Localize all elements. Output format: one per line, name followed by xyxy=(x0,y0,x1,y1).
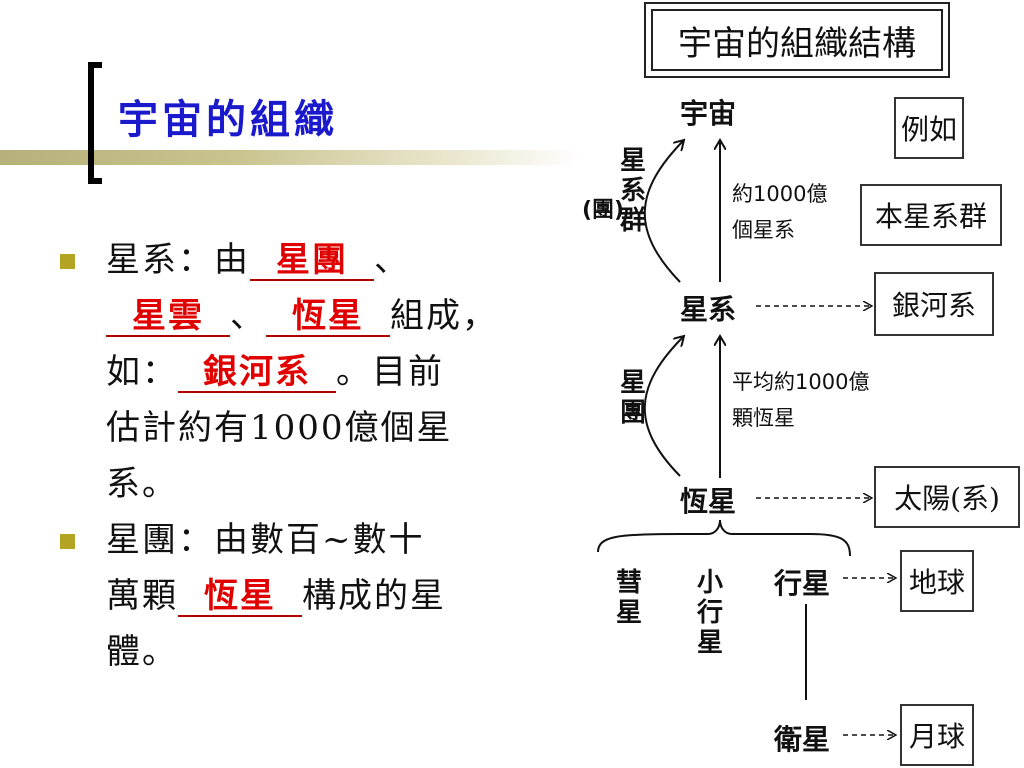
bullet-marker xyxy=(60,534,75,549)
diagram-title: 宇宙的組織結構 xyxy=(651,9,943,71)
bullet-line: 如：銀河系。目前 xyxy=(106,352,444,393)
node-comet: 彗星 xyxy=(615,568,642,628)
bullet-text: 。目前 xyxy=(336,352,444,392)
example-earth-box: 地球 xyxy=(900,550,974,612)
node-satellite: 衛星 xyxy=(774,723,831,756)
fill-in-answer: 恆星 xyxy=(178,577,302,617)
bullet-text: 構成的星 xyxy=(302,576,446,616)
bullet-text: 、 xyxy=(374,240,410,280)
bullet-line: 星團：由數百~數十 xyxy=(106,520,425,560)
example-header-box: 例如 xyxy=(894,97,964,159)
bullet-text: 如： xyxy=(106,352,178,392)
bullet-text: 萬顆 xyxy=(106,576,178,616)
label-galaxy-group: 星系群 xyxy=(619,146,646,236)
bullet-text: 星團：由數百~數十 xyxy=(106,520,425,560)
bullet-line: 估計約有1000億個星 xyxy=(106,408,453,448)
bullet-line: 萬顆恆星構成的星 xyxy=(106,576,446,617)
bullet-line: 體。 xyxy=(106,632,178,672)
structure-diagram: 宇宙的組織結構 宇宙 星系 恆星 行星 衛星 彗星 小行星 星系群 (團) 星團… xyxy=(560,0,1024,768)
fill-in-answer: 銀河系 xyxy=(178,353,336,393)
label-group-paren: (團) xyxy=(582,198,625,223)
node-star: 恆星 xyxy=(680,485,737,518)
bullet-line: 系。 xyxy=(106,464,178,504)
bullet-text: 組成， xyxy=(390,296,498,336)
example-milky-way-box: 銀河系 xyxy=(874,272,994,336)
fill-in-answer: 恆星 xyxy=(266,297,390,337)
bullet-marker xyxy=(60,254,75,269)
bullet-text: 、 xyxy=(230,296,266,336)
note-universe-2: 個星系 xyxy=(732,218,795,242)
bullet-line: 星系：由星團、 xyxy=(106,240,410,281)
diagram-title-box: 宇宙的組織結構 xyxy=(644,2,950,78)
bullet-text: 星系：由 xyxy=(106,240,250,280)
bullet-line: 星雲、恆星組成， xyxy=(106,296,498,337)
node-galaxy: 星系 xyxy=(680,293,737,326)
example-local-group-box: 本星系群 xyxy=(860,184,1002,246)
label-cluster: 星團 xyxy=(619,368,646,428)
title-bracket xyxy=(88,62,102,184)
bullet-text: 體。 xyxy=(106,632,178,672)
fill-in-answer: 星雲 xyxy=(106,297,230,337)
note-galaxy-1: 平均約1000億 xyxy=(732,370,870,394)
bullet-text: 估計約有1000億個星 xyxy=(106,408,453,448)
title-decoration-bar xyxy=(0,150,580,165)
bullet-text: 系。 xyxy=(106,464,178,504)
curve-galaxy-group xyxy=(643,140,684,283)
note-galaxy-2: 顆恆星 xyxy=(732,406,795,430)
diagram-lines xyxy=(597,0,1024,768)
note-universe-1: 約1000億 xyxy=(732,182,828,206)
node-planet: 行星 xyxy=(774,567,831,600)
example-moon-box: 月球 xyxy=(900,704,974,766)
node-universe: 宇宙 xyxy=(680,97,737,130)
example-sun-box: 太陽(系) xyxy=(874,466,1020,528)
node-asteroid: 小行星 xyxy=(696,568,723,658)
curve-cluster xyxy=(643,336,684,477)
fill-in-answer: 星團 xyxy=(250,241,374,281)
slide-title: 宇宙的組織 xyxy=(118,94,348,146)
brace-star-children xyxy=(597,519,851,557)
